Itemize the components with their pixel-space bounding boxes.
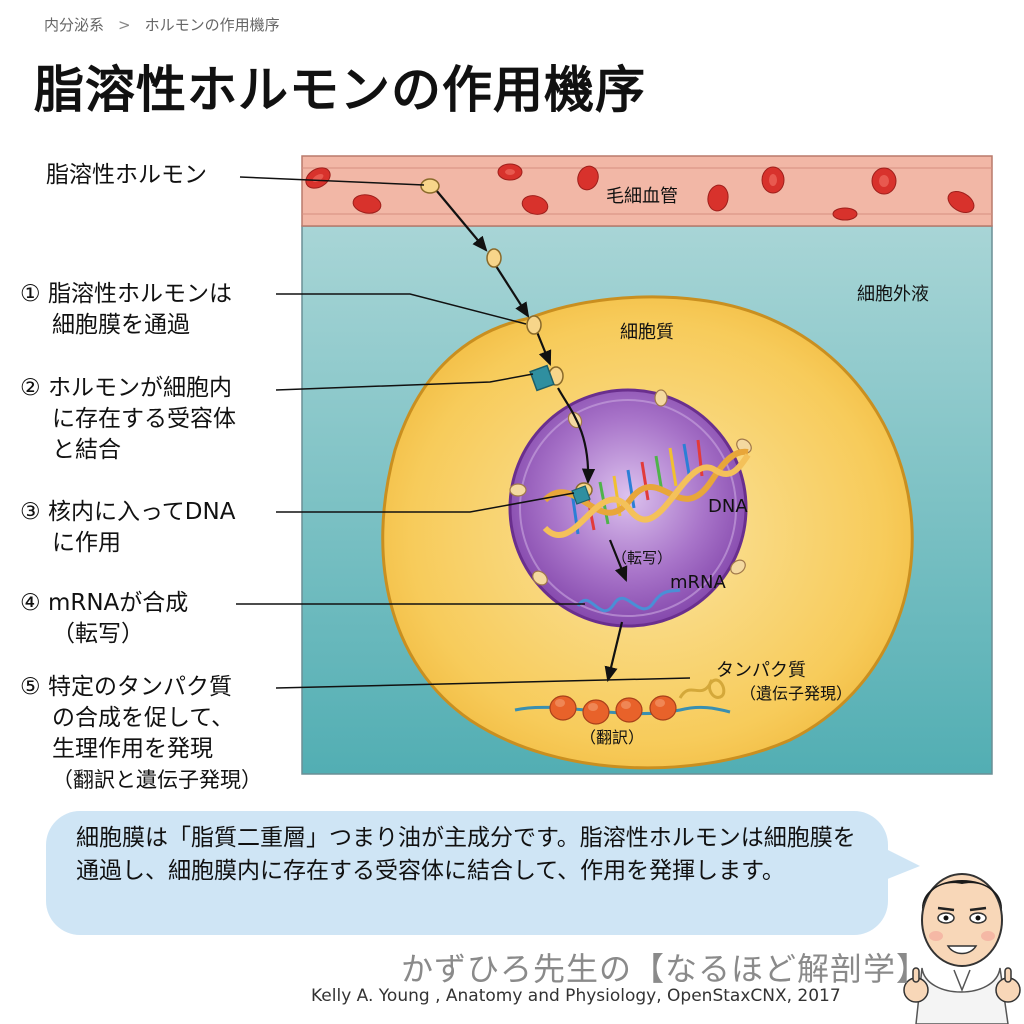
- step2-line1: ホルモンが細胞内: [47, 375, 232, 401]
- step3-line2: に作用: [52, 530, 121, 556]
- step5-line4: （翻訳と遺伝子発現）: [52, 768, 262, 792]
- hormone-pathway: [435, 189, 628, 683]
- step5-line2: の合成を促して、: [52, 705, 235, 731]
- image-credit: Kelly A. Young , Anatomy and Physiology,…: [311, 986, 841, 1006]
- speech-bubble: [46, 811, 888, 935]
- leader-lines: [236, 176, 691, 689]
- label-gene-expression: （遺伝子発現）: [740, 684, 853, 703]
- mrna-strand: [576, 588, 681, 613]
- capillary: [301, 155, 993, 227]
- receptor-complex: [571, 485, 591, 505]
- step5-number: ⑤: [20, 674, 41, 700]
- callout-step3: ③ 核内に入ってDNA に作用: [20, 497, 235, 559]
- ribosome-complex: [514, 678, 731, 725]
- doctor-avatar: [903, 873, 1021, 1024]
- breadcrumb-separator: >: [118, 16, 131, 34]
- speech-bubble-tail: [880, 846, 920, 882]
- step4-line1: mRNAが合成: [47, 590, 189, 616]
- callout-step5: ⑤ 特定のタンパク質 の合成を促して、 生理作用を発現 （翻訳と遺伝子発現）: [20, 672, 262, 796]
- label-dna: DNA: [708, 496, 748, 517]
- step5-line1: 特定のタンパク質: [47, 674, 232, 700]
- label-translation: （翻訳）: [580, 728, 645, 747]
- speech-bubble-text: 細胞膜は「脂質二重層」つまり油が主成分です。脂溶性ホルモンは細胞膜を通過し、細胞…: [76, 825, 856, 884]
- step1-line2: 細胞膜を通過: [52, 312, 190, 338]
- label-protein: タンパク質: [716, 660, 806, 681]
- breadcrumb: 内分泌系 > ホルモンの作用機序: [44, 14, 280, 35]
- label-capillary: 毛細血管: [606, 186, 678, 207]
- step1-line1: 脂溶性ホルモンは: [47, 281, 232, 307]
- label-mrna: mRNA: [670, 572, 726, 593]
- label-transcription: （転写）: [612, 549, 673, 567]
- step5-line3: 生理作用を発現: [52, 736, 213, 762]
- callout-hormone: 脂溶性ホルモン: [46, 162, 207, 188]
- breadcrumb-section[interactable]: 内分泌系: [44, 16, 105, 34]
- step2-line2: に存在する受容体: [52, 406, 236, 432]
- step3-number: ③: [20, 499, 41, 525]
- label-cytoplasm: 細胞質: [620, 322, 674, 343]
- step2-number: ②: [20, 375, 41, 401]
- step2-line3: と結合: [52, 437, 121, 463]
- receptor: [529, 364, 555, 392]
- step1-number: ①: [20, 281, 41, 307]
- callout-step1: ① 脂溶性ホルモンは 細胞膜を通過: [20, 279, 232, 341]
- label-extracellular: 細胞外液: [857, 284, 929, 305]
- step4-number: ④: [20, 590, 41, 616]
- page-title: 脂溶性ホルモンの作用機序: [34, 61, 646, 119]
- breadcrumb-page[interactable]: ホルモンの作用機序: [144, 16, 280, 34]
- brand-text: かずひろ先生の【なるほど解剖学】: [401, 950, 930, 988]
- callout-step2: ② ホルモンが細胞内 に存在する受容体 と結合: [20, 373, 236, 466]
- step4-line2: （転写）: [52, 621, 144, 647]
- step3-line1: 核内に入ってDNA: [47, 499, 236, 525]
- callout-step4: ④ mRNAが合成 （転写）: [20, 588, 188, 650]
